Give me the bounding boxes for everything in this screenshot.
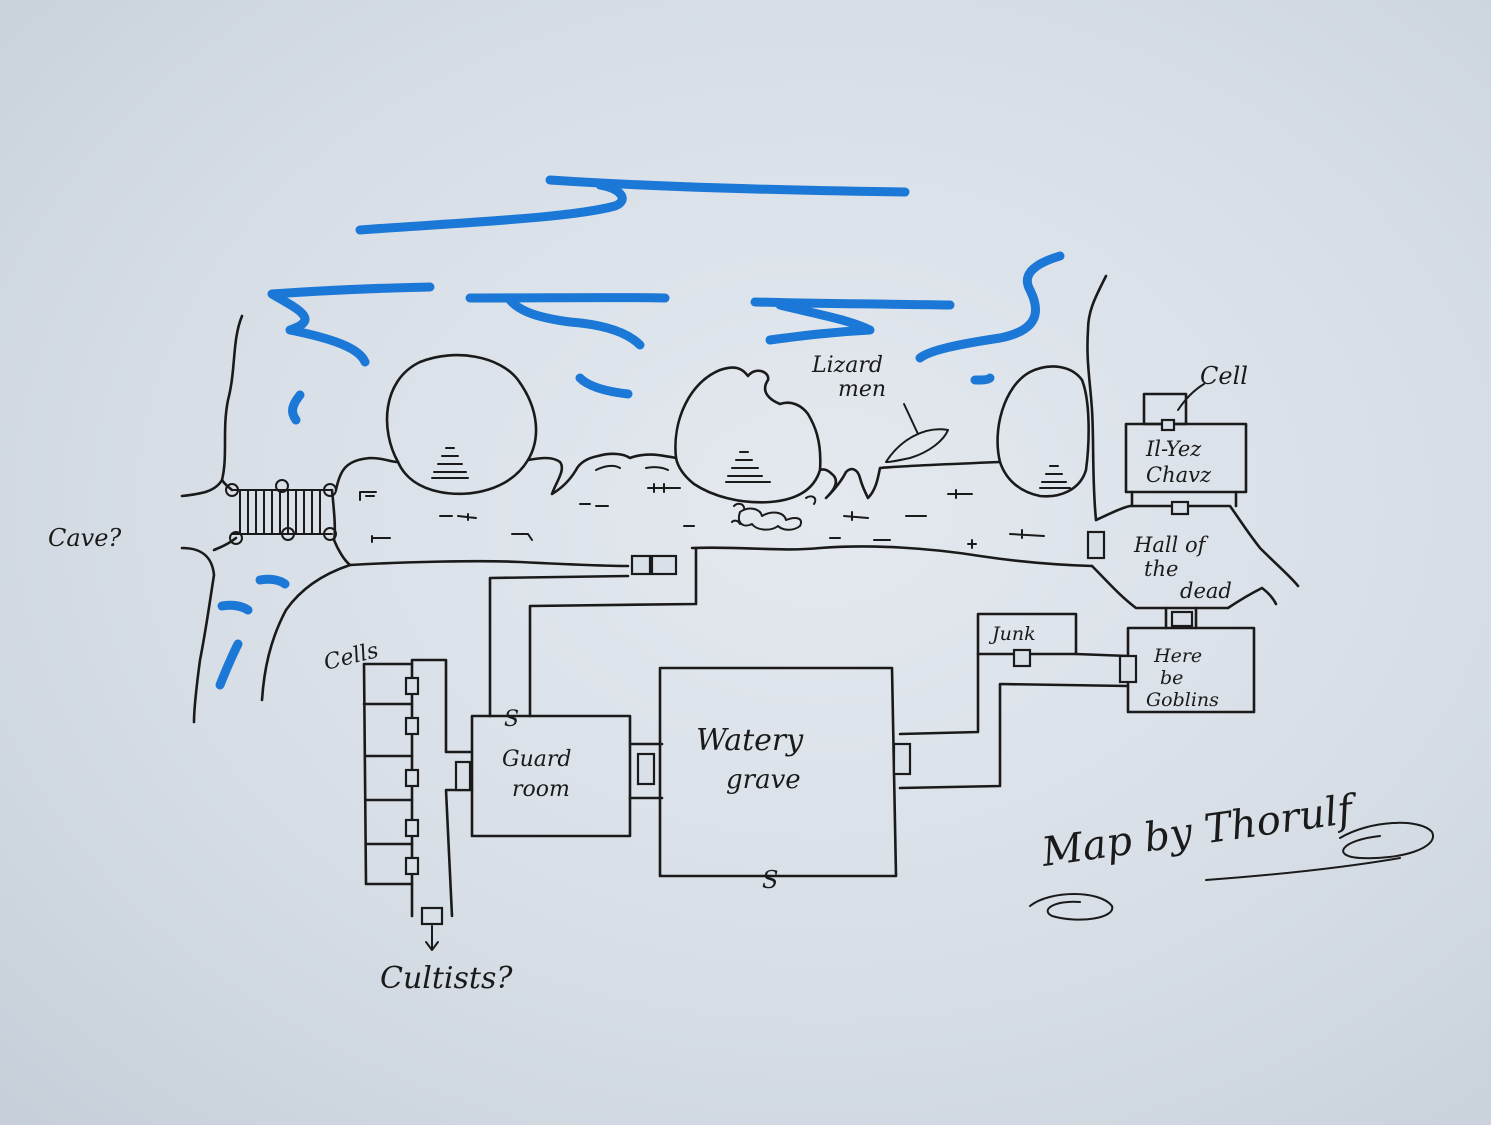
main-hall-left-wall [330,488,352,567]
rubble [595,464,669,471]
signature-flourish [1205,821,1434,881]
boat-icon [885,403,949,463]
stairs-icon [725,451,771,483]
left-bank-lower [180,546,216,724]
east-wing [898,274,1300,790]
cultists-arrow [425,925,439,951]
main-hall-bottom-wall [348,545,1094,568]
door [1118,654,1138,684]
label-watery-grave: Watery [696,723,804,758]
door [630,554,652,576]
water-stroke [750,297,955,345]
water-stroke [465,293,670,350]
water-stroke [970,373,995,385]
label-secret-door: S [504,707,519,732]
label-hall-of-dead: dead [1180,579,1232,603]
label-cave: Cave? [48,524,121,552]
main-hall [330,452,1094,568]
label-guard-room: Guard [502,747,571,772]
north-corridor [488,546,698,718]
water-stroke [255,574,290,589]
water-stroke [217,600,253,615]
water-stroke [915,251,1065,363]
door [404,716,420,736]
water-stroke [288,390,305,425]
door [1086,530,1106,560]
debris-marks [359,483,1045,549]
label-cell: Cell [1200,362,1248,390]
signature-text: Map by Thorulf [1038,786,1362,876]
water-stroke [215,639,243,690]
goblins-room [1126,626,1256,714]
hall-of-dead-outline [1090,504,1300,610]
label-cultists: Cultists? [380,961,513,996]
label-secret-door: S [762,866,778,894]
shrine-left [385,353,538,496]
door [404,676,420,696]
door [892,742,912,776]
label-goblins: Goblins [1146,689,1219,711]
shrines [385,353,1090,531]
label-il-yez: Il-Yez [1145,437,1202,461]
cave-walls [180,314,352,724]
bridge [225,479,337,545]
label-cells: Cells [321,638,381,676]
goblins-connector [1164,606,1198,630]
label-lizard-men: Lizard [811,353,883,378]
water-strokes [215,175,1065,690]
label-hall-of-dead: the [1144,557,1178,581]
main-hall-top-wall [334,452,1002,500]
door [404,768,420,788]
door [404,856,420,876]
label-il-yez: Chavz [1146,463,1212,487]
label-lizard-men: men [838,377,886,402]
door [1160,418,1176,432]
bridge-bank [212,478,238,552]
east-cave-wall [1086,274,1108,522]
cells-corridor [410,658,474,918]
label-watery-grave: grave [726,765,801,795]
label-hall-of-dead: Hall of [1133,533,1209,557]
label-goblins: be [1160,667,1183,689]
door [454,760,472,792]
left-bank [180,314,244,498]
cell-pointer [1177,383,1205,411]
guard-to-grave [628,742,664,800]
guard-room [470,714,632,838]
labels: Cave? Lizard men Cell Il-Yez Chavz Hall … [48,353,1248,996]
cell-room [1142,392,1188,426]
label-goblins: Here [1153,645,1202,667]
door [1170,500,1190,516]
il-yez-room [1124,422,1248,494]
lower-complex [362,546,898,951]
water-stroke [575,373,633,399]
stairs-icon [431,447,469,479]
door [636,752,656,786]
water-stroke [545,175,910,197]
door [1012,648,1032,668]
shrine-right [996,365,1090,498]
door [1170,610,1194,628]
cells-block [362,662,414,886]
water-stroke [355,180,627,235]
signature: Map by Thorulf [1029,786,1434,921]
door [404,818,420,838]
signature-swirl [1029,893,1114,921]
door [650,554,678,576]
door [420,906,444,926]
watery-grave-room [658,666,898,878]
il-yez-lower [1130,490,1238,508]
shrine-middle [674,366,822,504]
water-stroke [267,282,435,367]
east-corridor [898,652,1130,790]
doors [404,418,1194,926]
right-bank-lower [260,563,352,702]
rubble [731,495,817,531]
label-junk: Junk [988,623,1036,645]
label-guard-room: room [512,777,570,802]
stairs-icon [1039,465,1071,489]
